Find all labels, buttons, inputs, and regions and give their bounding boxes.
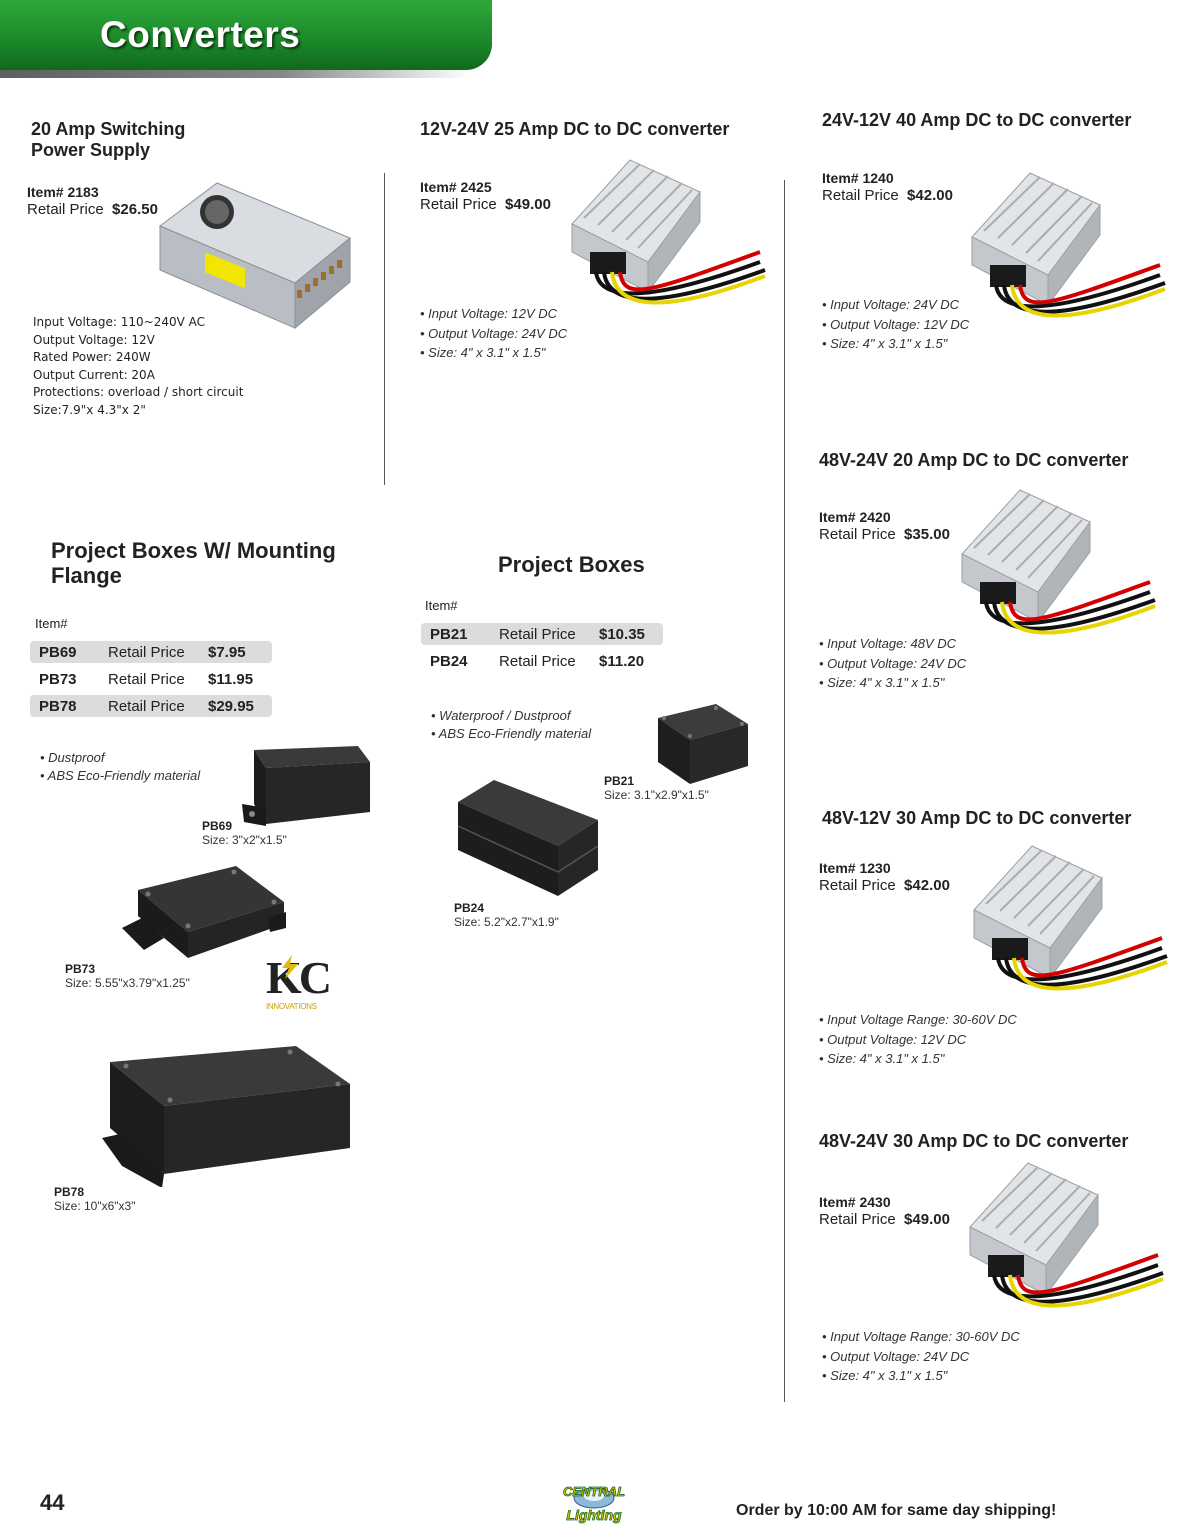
converter-2420-item: Item# 2420: [819, 509, 891, 525]
pb21-caption: PB21 Size: 3.1"x2.9"x1.5": [604, 774, 709, 802]
project-boxes-item-header: Item#: [425, 598, 458, 613]
converter-2430-title: 48V-24V 30 Amp DC to DC converter: [819, 1131, 1129, 1151]
converter-2425-specs: • Input Voltage: 12V DC • Output Voltage…: [420, 306, 568, 360]
logo-line-lighting: Lighting: [566, 1507, 622, 1523]
power-supply-item: Item# 2183: [27, 184, 99, 200]
flange-boxes-title: Project Boxes W/ Mounting Flange: [51, 538, 336, 588]
table-row: PB21 Retail Price $10.35: [421, 623, 663, 645]
converter-1240-image: [971, 172, 1166, 318]
converter-1240-specs: • Input Voltage: 24V DC • Output Voltage…: [822, 297, 970, 351]
pb69-box-image: [242, 746, 370, 826]
pb24-box-image: [457, 780, 599, 896]
converter-2420-specs: • Input Voltage: 48V DC • Output Voltage…: [819, 636, 967, 690]
header-tab: [0, 0, 492, 70]
page-title: Converters: [100, 14, 301, 55]
flange-boxes-features: • Dustproof • ABS Eco-Friendly material: [40, 750, 201, 783]
pb69-caption: PB69 Size: 3"x2"x1.5": [202, 819, 287, 847]
flange-boxes-item-header: Item#: [35, 616, 68, 631]
logo-line-central: CENTRAL: [563, 1484, 625, 1499]
project-boxes-table: PB21 Retail Price $10.35 PB24 Retail Pri…: [421, 623, 663, 677]
pb24-caption: PB24 Size: 5.2"x2.7"x1.9": [454, 901, 559, 929]
table-row: PB78 Retail Price $29.95: [30, 695, 272, 717]
column-divider-left: [384, 173, 385, 485]
converter-1230-specs: • Input Voltage Range: 30-60V DC • Outpu…: [819, 1012, 1017, 1066]
order-cutoff-notice: Order by 10:00 AM for same day shipping!: [736, 1502, 1057, 1519]
central-lighting-logo: CENTRAL Lighting: [563, 1484, 626, 1524]
pb78-caption: PB78 Size: 10"x6"x3": [54, 1185, 136, 1213]
converter-2430-price: Retail Price $49.00: [819, 1211, 950, 1228]
project-boxes-features: • Waterproof / Dustproof • ABS Eco-Frien…: [431, 708, 592, 741]
converter-1230-title: 48V-12V 30 Amp DC to DC converter: [822, 808, 1132, 828]
pb21-box-image: [658, 704, 748, 784]
power-supply-title: 20 Amp Switching Power Supply: [31, 119, 186, 160]
converter-2425-item: Item# 2425: [420, 179, 492, 195]
power-supply-image: [159, 182, 351, 330]
pb73-caption: PB73 Size: 5.55"x3.79"x1.25": [65, 962, 190, 990]
table-row: PB69 Retail Price $7.95: [30, 641, 272, 663]
converter-2430-item: Item# 2430: [819, 1194, 891, 1210]
column-divider-right: [784, 180, 785, 1402]
converter-2425-image: [571, 159, 766, 305]
converter-1230-item: Item# 1230: [819, 860, 891, 876]
table-row: PB73 Retail Price $11.95: [39, 671, 254, 688]
table-row: PB24 Retail Price $11.20: [430, 653, 645, 670]
power-supply-specs: Input Voltage: 110~240V AC Output Voltag…: [33, 315, 244, 417]
converter-2430-specs: • Input Voltage Range: 30-60V DC • Outpu…: [822, 1329, 1020, 1383]
converter-2425-title: 12V-24V 25 Amp DC to DC converter: [420, 119, 730, 139]
converter-2420-title: 48V-24V 20 Amp DC to DC converter: [819, 450, 1129, 470]
converter-1230-price: Retail Price $42.00: [819, 877, 950, 894]
project-boxes-title: Project Boxes: [498, 552, 645, 577]
converter-2420-image: [961, 489, 1156, 635]
converter-1230-image: [973, 845, 1168, 991]
lightning-bolt-icon: [282, 955, 298, 979]
pb73-box-image: [122, 866, 286, 958]
pb78-box-image: [102, 1046, 350, 1187]
converter-2425-price: Retail Price $49.00: [420, 196, 551, 213]
converter-2430-image: [969, 1162, 1164, 1308]
flange-boxes-table: PB69 Retail Price $7.95 PB73 Retail Pric…: [30, 641, 272, 722]
converter-1240-item: Item# 1240: [822, 170, 894, 186]
converter-1240-title: 24V-12V 40 Amp DC to DC converter: [822, 110, 1132, 130]
page-number: 44: [40, 1490, 65, 1515]
converter-1240-price: Retail Price $42.00: [822, 187, 953, 204]
converter-2420-price: Retail Price $35.00: [819, 526, 950, 543]
power-supply-price: Retail Price $26.50: [27, 201, 158, 218]
kc-innovations-logo: KC INNOVATIONS: [266, 952, 332, 1012]
